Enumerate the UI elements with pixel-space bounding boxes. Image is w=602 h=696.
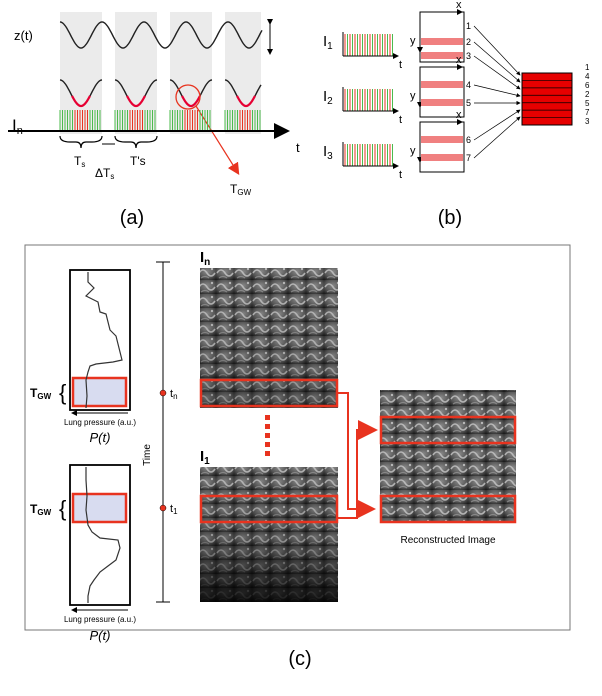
b-frame-box	[419, 66, 465, 118]
b-band	[421, 154, 463, 161]
gating-window-top	[71, 376, 128, 408]
b-y-label: y	[410, 90, 416, 102]
b-connector	[473, 109, 521, 141]
i1-image-label: I1	[200, 448, 210, 467]
pressure-trace-bottom	[85, 467, 121, 603]
ts-label: Ts	[74, 154, 85, 169]
b-y-label: y	[410, 35, 416, 47]
time-label: Time	[142, 444, 153, 466]
b-band	[421, 136, 463, 143]
segment-waveforms	[59, 79, 262, 108]
b-band	[421, 52, 463, 59]
panel-a-caption: (a)	[120, 207, 144, 229]
zt-label: z(t)	[14, 28, 33, 43]
t-axis-label: t	[296, 140, 300, 155]
recon-window-bottom	[379, 494, 517, 524]
tn-marker	[159, 389, 167, 397]
tps-label: T's	[130, 154, 146, 168]
panel-a: z(t) In t Ts ΔTs T's TGW (a)	[8, 12, 300, 229]
b-band-label: 1	[466, 21, 471, 31]
reconstructed-label: Reconstructed Image	[400, 535, 495, 546]
tps-brace	[114, 135, 158, 149]
row-label: I3	[323, 143, 333, 162]
b-connector	[473, 116, 521, 159]
dts-label: ΔTs	[95, 166, 114, 181]
tgw-label-top: TGW	[30, 386, 52, 401]
pressure-plot-bottom	[69, 464, 131, 606]
b-connector	[473, 25, 521, 76]
b-band-label: 4	[466, 80, 471, 90]
stack-order-label: 6	[585, 81, 590, 90]
segment-trough	[236, 95, 256, 108]
ellipsis-dots	[265, 415, 270, 456]
stack-order-label: 3	[585, 117, 590, 126]
b-y-label: y	[410, 145, 416, 157]
pt-label-top: P(t)	[90, 430, 111, 445]
stack-order-label: 1	[585, 63, 590, 72]
pt-label-bottom: P(t)	[90, 628, 111, 643]
lung-pressure-label-bottom: Lung pressure (a.u.)	[64, 615, 136, 624]
panel-c: Lung pressure (a.u.) P(t) TGW { Lung pre…	[24, 244, 571, 643]
stack-order-label: 5	[585, 99, 590, 108]
tgw-label: TGW	[230, 182, 252, 197]
b-band-label: 5	[466, 98, 471, 108]
panel-b: I1 t x y 1 2 3I2 t x y 4 5I3 t x y 6 7	[323, 0, 521, 181]
stack-order-label: 7	[585, 108, 590, 117]
frame-stripes	[59, 110, 261, 131]
tn-label: tn	[170, 388, 178, 401]
stack-order-label: 2	[585, 90, 590, 99]
in-image-label: In	[200, 249, 210, 268]
b-connector	[473, 55, 521, 90]
b-band	[421, 99, 463, 106]
b-band	[421, 81, 463, 88]
b-band-label: 3	[466, 51, 471, 61]
panel-b-caption: (b)	[438, 207, 462, 229]
reconstructed-image	[380, 390, 516, 522]
in-label: In	[12, 116, 23, 137]
tgw-label-bottom: TGW	[30, 502, 52, 517]
b-connector	[473, 41, 521, 83]
segment-trough	[181, 95, 201, 108]
b-x-label: x	[456, 0, 462, 11]
t1-marker	[159, 504, 167, 512]
b-band-label: 6	[466, 135, 471, 145]
stack-order-label: 4	[585, 72, 590, 81]
segment-trough	[71, 95, 91, 108]
panel-c-caption: (c)	[288, 648, 311, 670]
zt-waveform	[59, 21, 263, 49]
b-band	[421, 38, 463, 45]
b-frame-box	[419, 121, 465, 173]
b-t-label: t	[399, 59, 402, 71]
b-band-label: 2	[466, 37, 471, 47]
segment-trough	[126, 95, 146, 108]
b-x-label: x	[456, 109, 462, 121]
frame-in-window	[199, 378, 339, 408]
row-label: I1	[323, 33, 333, 52]
b-t-label: t	[399, 114, 402, 126]
acquisition-windows	[60, 12, 261, 134]
arrow-i1-to-recon	[338, 420, 378, 519]
tgw-brace-bottom: {	[59, 496, 66, 521]
arrow-in-to-recon	[338, 392, 376, 519]
tgw-highlight-circle	[175, 84, 201, 110]
b-t-label: t	[399, 169, 402, 181]
row-label: I2	[323, 88, 333, 107]
b-band-label: 7	[466, 153, 471, 163]
b-x-label: x	[456, 54, 462, 66]
b-connector	[473, 84, 521, 98]
t1-label: t1	[170, 503, 178, 516]
gating-window-bottom	[71, 492, 128, 524]
ts-brace	[59, 135, 103, 149]
lung-pressure-label-top: Lung pressure (a.u.)	[64, 418, 136, 427]
pressure-trace-top	[84, 272, 123, 409]
frame-i1-window	[199, 494, 339, 524]
recon-window-top	[379, 415, 517, 445]
tgw-brace-top: {	[59, 380, 66, 405]
